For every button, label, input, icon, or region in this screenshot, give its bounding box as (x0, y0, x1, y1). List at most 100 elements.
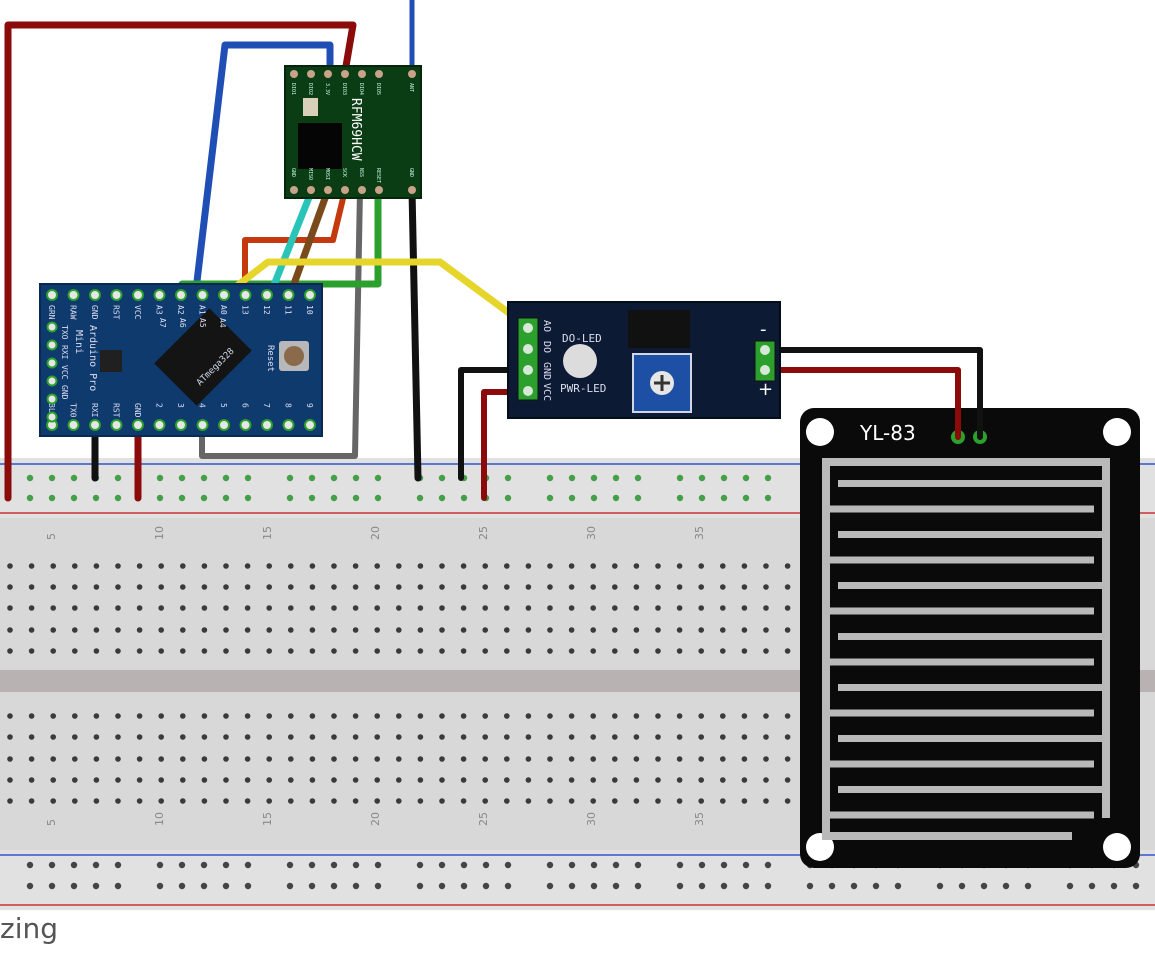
rail-hole (178, 882, 186, 890)
trace-finger (830, 658, 1094, 666)
terminal-hole (396, 627, 402, 633)
rail-hole (546, 474, 554, 482)
terminal-hole (784, 713, 791, 719)
rail-hole (980, 882, 988, 890)
rail-hole (416, 861, 424, 869)
terminal-hole (331, 713, 337, 719)
terminal-hole (460, 734, 467, 740)
terminal-hole (288, 584, 294, 590)
terminal-hole (655, 798, 661, 804)
arduino-pin (261, 289, 273, 301)
terminal-hole (7, 734, 13, 740)
terminal-hole (568, 756, 575, 762)
terminal-hole (676, 777, 683, 783)
terminal-hole (482, 627, 489, 633)
minus-label: - (760, 319, 767, 340)
terminal-hole (28, 798, 35, 804)
terminal-hole (612, 756, 618, 762)
terminal-hole (7, 777, 13, 783)
plus-label: + (758, 379, 773, 400)
rail-hole (374, 861, 382, 869)
rail-hole (612, 494, 620, 502)
arduino-pin (282, 419, 295, 431)
arduino-pin-label: 5 (219, 403, 228, 408)
terminal-hole (612, 777, 618, 783)
terminal-hole (50, 648, 56, 654)
wire-brown-mosi (286, 186, 332, 299)
terminal-hole (525, 627, 532, 633)
arduino-side-label: A4 (218, 318, 227, 328)
rail-hole (634, 474, 642, 482)
wire-gray-nss (199, 187, 363, 459)
rail-hole (156, 494, 164, 502)
arduino-pin-label: A1 (198, 305, 207, 315)
rail-hole (590, 861, 598, 869)
terminal-hole (115, 734, 121, 740)
terminal-hole (763, 563, 769, 569)
terminal-hole (93, 756, 100, 762)
terminal-hole (396, 713, 402, 719)
trace-finger (830, 505, 1094, 513)
terminal-hole (676, 713, 683, 719)
trace (822, 458, 1110, 466)
terminal-hole (612, 584, 618, 590)
rail-hole (222, 494, 230, 502)
rail-hole (720, 474, 728, 482)
rail-hole (244, 494, 252, 502)
terminal-hole (547, 756, 553, 762)
radio-module: RFM69HCW DIO1GNDDIO2MISO3.3VMOSIDIO3SCKD… (284, 65, 422, 199)
terminal-hole (741, 713, 748, 719)
rail-hole (612, 474, 620, 482)
rail-hole (114, 494, 122, 502)
terminal-hole (288, 756, 294, 762)
terminal-hole (439, 713, 445, 719)
trace-finger (838, 684, 1102, 691)
terminal-hole (460, 777, 467, 783)
rail-hole (568, 861, 576, 869)
radio-pin (341, 70, 349, 78)
arduino-side-pin (46, 357, 58, 369)
terminal-hole (417, 627, 424, 633)
rail-hole (200, 474, 208, 482)
terminal-hole (244, 627, 251, 633)
terminal-hole (698, 563, 704, 569)
column-number: 35 (693, 812, 706, 826)
terminal-hole (223, 627, 229, 633)
terminal-hole (612, 713, 618, 719)
terminal-hole (482, 777, 489, 783)
terminal-hole (374, 605, 381, 611)
terminal-hole (50, 713, 56, 719)
arduino-pin (110, 289, 123, 301)
terminal-hole (396, 756, 402, 762)
terminal-hole (115, 798, 121, 804)
terminal-hole (784, 563, 791, 569)
terminal-hole (676, 756, 683, 762)
terminal-hole (374, 627, 381, 633)
terminal-hole (439, 734, 445, 740)
rail-hole (720, 861, 728, 869)
rail-hole (26, 494, 34, 502)
terminal-hole (460, 584, 467, 590)
arduino-pin (239, 289, 252, 301)
sensor-pin-label: GND (541, 362, 552, 380)
terminal-hole (115, 563, 121, 569)
column-number: 5 (45, 819, 58, 826)
terminal-hole (460, 648, 467, 654)
column-number: 35 (693, 526, 706, 540)
arduino-side-label: RXI (60, 345, 69, 360)
terminal-hole (244, 734, 251, 740)
terminal-hole (525, 756, 532, 762)
rail-hole (92, 882, 100, 890)
terminal-hole (309, 713, 316, 719)
rail-hole (742, 882, 750, 890)
terminal-hole (374, 584, 381, 590)
terminal-hole (439, 563, 445, 569)
terminal-hole (547, 777, 553, 783)
terminal-hole (136, 563, 143, 569)
terminal-hole (201, 563, 208, 569)
terminal-hole (374, 713, 381, 719)
rail-hole (48, 882, 56, 890)
terminal-hole (763, 627, 769, 633)
terminal-hole (482, 734, 489, 740)
